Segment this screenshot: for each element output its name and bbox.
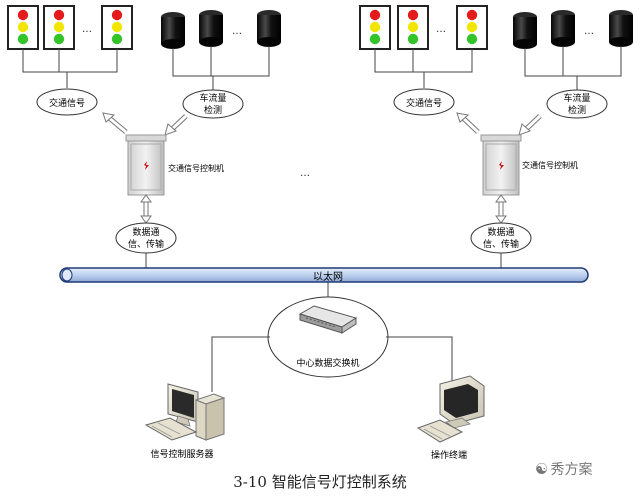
vehicle-detector-icon bbox=[199, 10, 223, 47]
operator-terminal-icon bbox=[416, 375, 485, 443]
watermark-text: 秀方案 bbox=[550, 462, 593, 478]
arrow-icon bbox=[102, 112, 128, 134]
watermark: ☯秀方案 bbox=[535, 459, 592, 479]
figure-caption: 3-10 智能信号灯控制系统 bbox=[233, 473, 407, 491]
wechat-logo-icon: ☯ bbox=[535, 460, 549, 478]
detector-ellipse bbox=[546, 89, 608, 119]
arrow-icon bbox=[518, 114, 542, 136]
terminal-label: 操作终端 bbox=[431, 449, 467, 461]
arrow-icon bbox=[456, 112, 480, 134]
traffic-light-icon bbox=[43, 5, 75, 50]
traffic-light-icon bbox=[359, 5, 391, 50]
signal-label: 交通信号 bbox=[49, 97, 85, 109]
signal-controller-cabinet-icon bbox=[125, 134, 167, 196]
arrow-icon bbox=[164, 114, 188, 136]
comm-label-line2: 信、传输 bbox=[128, 238, 164, 250]
double-arrow-icon bbox=[495, 194, 507, 224]
ethernet-bus bbox=[59, 267, 589, 283]
detector-label-line2: 检测 bbox=[204, 104, 222, 116]
comm-label-line1: 数据通 bbox=[487, 226, 514, 238]
double-arrow-icon bbox=[140, 194, 152, 224]
signal-ellipse bbox=[36, 88, 98, 116]
vehicle-detector-icon bbox=[609, 10, 633, 47]
vehicle-detector-icon bbox=[513, 12, 537, 49]
traffic-light-icon bbox=[456, 5, 488, 50]
comm-label-line1: 数据通 bbox=[132, 226, 159, 238]
ellipsis-text: … bbox=[232, 26, 242, 37]
server-label: 信号控制服务器 bbox=[150, 448, 213, 460]
switch-label: 中心数据交换机 bbox=[296, 357, 359, 369]
ethernet-label: 以太网 bbox=[313, 270, 343, 283]
ellipsis-text: … bbox=[584, 26, 594, 37]
traffic-light-icon bbox=[397, 5, 429, 50]
signal-ellipse bbox=[393, 88, 455, 116]
detector-label-line1: 车流量 bbox=[199, 92, 226, 104]
signal-controller-cabinet-icon bbox=[480, 134, 522, 196]
detector-label-line1: 车流量 bbox=[563, 92, 590, 104]
vehicle-detector-icon bbox=[551, 10, 575, 47]
controller-label: 交通信号控制机 bbox=[168, 163, 224, 173]
controller-label: 交通信号控制机 bbox=[522, 160, 578, 170]
vehicle-detector-icon bbox=[161, 12, 185, 49]
right-cluster: … 交通信号 … 车流量 bbox=[359, 5, 633, 268]
signal-label: 交通信号 bbox=[406, 97, 442, 109]
left-cluster: … 交通信号 … bbox=[7, 5, 281, 268]
vehicle-detector-icon bbox=[257, 10, 281, 47]
server-computer-icon bbox=[144, 383, 226, 441]
ellipsis-text: … bbox=[436, 24, 446, 35]
ellipsis-text: … bbox=[300, 168, 310, 179]
traffic-light-icon bbox=[101, 5, 133, 50]
network-switch-icon bbox=[298, 305, 358, 334]
traffic-light-icon bbox=[7, 5, 39, 50]
ellipsis-text: … bbox=[82, 24, 92, 35]
comm-label-line2: 信、传输 bbox=[483, 238, 519, 250]
detector-ellipse bbox=[182, 89, 244, 119]
detector-label-line2: 检测 bbox=[568, 104, 586, 116]
